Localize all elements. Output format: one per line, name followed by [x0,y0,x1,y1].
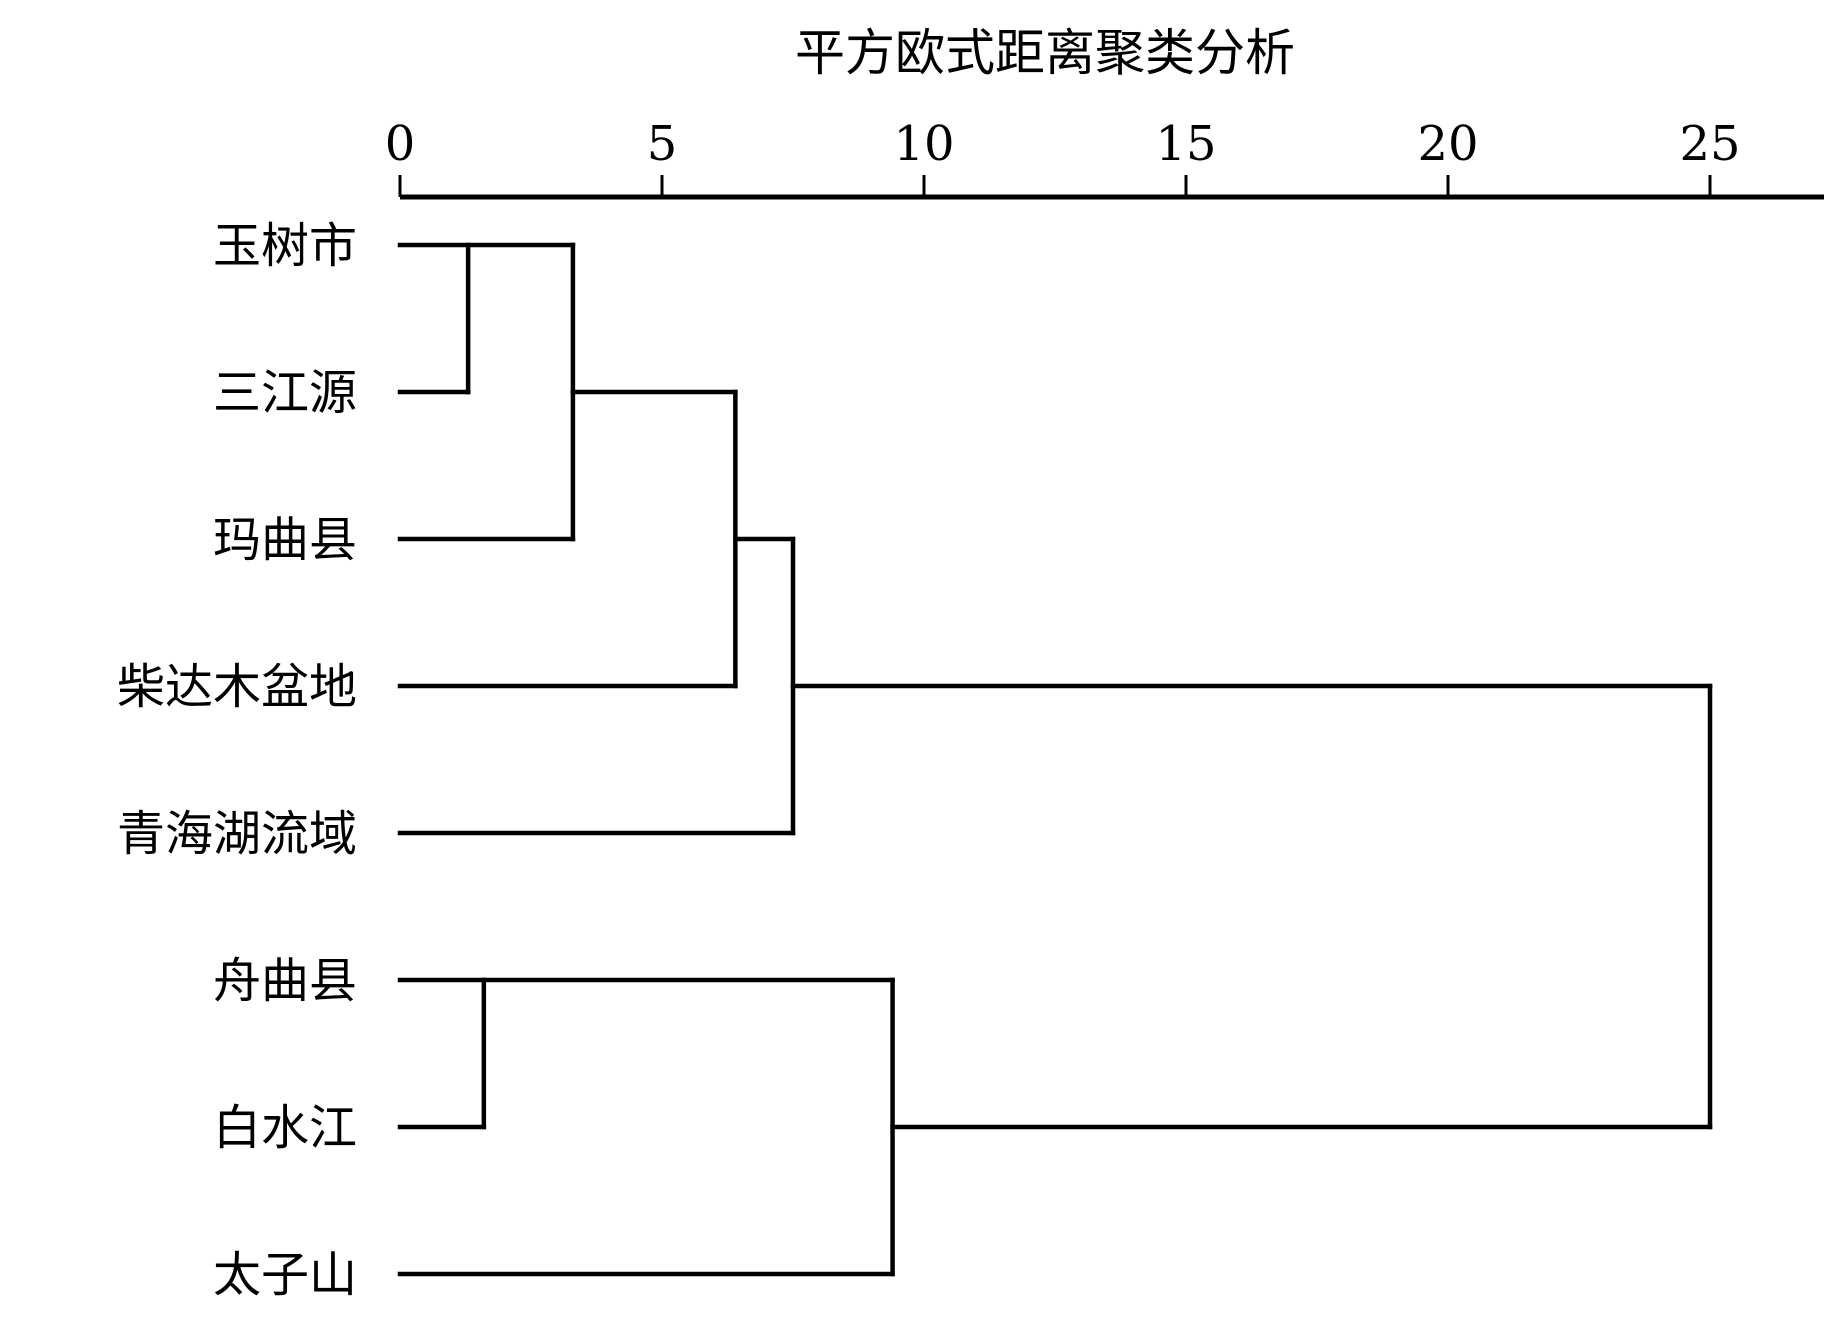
x-tick-label: 20 [1417,116,1478,172]
x-tick-label: 5 [647,116,678,172]
dendrogram-links [397,242,1713,1277]
leaf-label: 青海湖流域 [117,806,357,862]
x-tick-label: 25 [1679,116,1740,172]
leaf-label: 玉树市 [213,218,357,274]
x-tick-label: 10 [893,116,954,172]
leaf-label: 舟曲县 [213,953,357,1009]
leaf-label: 玛曲县 [213,512,357,568]
x-axis: 0 5 10 15 20 25 [385,116,1824,200]
leaf-label: 白水江 [213,1100,357,1156]
leaf-label: 三江源 [213,365,357,421]
leaf-label: 太子山 [213,1247,357,1303]
chart-title: 平方欧式距离聚类分析 [795,24,1295,82]
x-tick-label: 0 [385,116,416,172]
leaf-label: 柴达木盆地 [117,659,357,715]
x-tick-label: 15 [1155,116,1216,172]
